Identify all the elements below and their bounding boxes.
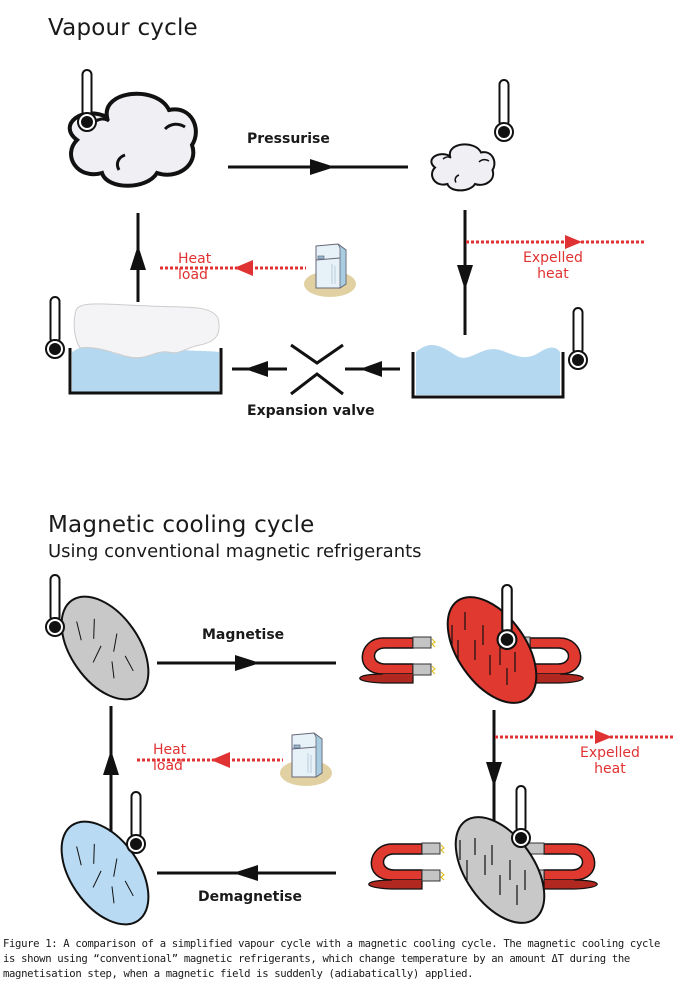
caption-line: magnetisation step, when a magnetic fiel… <box>3 968 474 980</box>
caption-line: is shown using “conventional” magnetic r… <box>3 953 630 965</box>
fridge-icon <box>303 243 357 298</box>
figure-caption: Figure 1: A comparison of a simplified v… <box>3 937 660 982</box>
thermometer-icon <box>45 296 65 359</box>
vapour-cloud-small <box>430 143 496 192</box>
expansion-valve <box>232 343 400 396</box>
caption-line: Figure 1: A comparison of a simplified v… <box>3 938 661 950</box>
magnetise-arrow <box>157 655 336 671</box>
vapour-cycle-title: Vapour cycle <box>48 15 198 41</box>
heat-load-label: Heat load <box>178 251 212 283</box>
demagnetise-arrow <box>157 865 336 881</box>
aligned-spins <box>451 612 516 685</box>
refrigerant-random-warm <box>60 595 150 701</box>
heat-absorb-arrow <box>103 706 119 832</box>
heat-load-label: Heat load <box>153 742 187 774</box>
pressurise-arrow <box>228 159 408 175</box>
aligned-spins <box>459 838 526 905</box>
magnet-left <box>367 842 445 890</box>
condense-arrow <box>457 210 473 335</box>
fridge-icon <box>279 732 333 787</box>
magnetic-cycle-title: Magnetic cooling cycle <box>48 512 315 538</box>
heat-load-arrow <box>160 260 306 276</box>
heat-load-arrow <box>137 752 283 768</box>
expelled-heat-arrow <box>466 235 646 249</box>
thermometer-icon <box>126 791 146 854</box>
expansion-valve-label: Expansion valve <box>247 403 375 419</box>
magnetic-cycle-subtitle: Using conventional magnetic refrigerants <box>48 541 422 562</box>
expelled-heat-label: Expelled heat <box>523 250 583 282</box>
thermometer-icon <box>77 69 97 132</box>
pressurise-label: Pressurise <box>247 131 330 147</box>
evaporate-arrow <box>130 213 146 302</box>
evaporator-tank <box>68 303 223 395</box>
magnet-left <box>358 636 436 684</box>
expelled-heat-label: Expelled heat <box>580 745 640 777</box>
thermometer-icon <box>494 79 514 142</box>
thermometer-icon <box>568 307 588 370</box>
refrigerant-aligned-hot <box>446 596 538 704</box>
demagnetise-label: Demagnetise <box>198 889 302 905</box>
thermometer-icon <box>511 785 531 848</box>
condenser-tank <box>411 344 565 399</box>
heat-release-arrow <box>486 710 502 830</box>
expelled-heat-arrow <box>495 730 675 744</box>
refrigerant-random-cold <box>60 820 150 926</box>
magnetise-label: Magnetise <box>202 627 285 643</box>
thermometer-icon <box>45 574 65 637</box>
